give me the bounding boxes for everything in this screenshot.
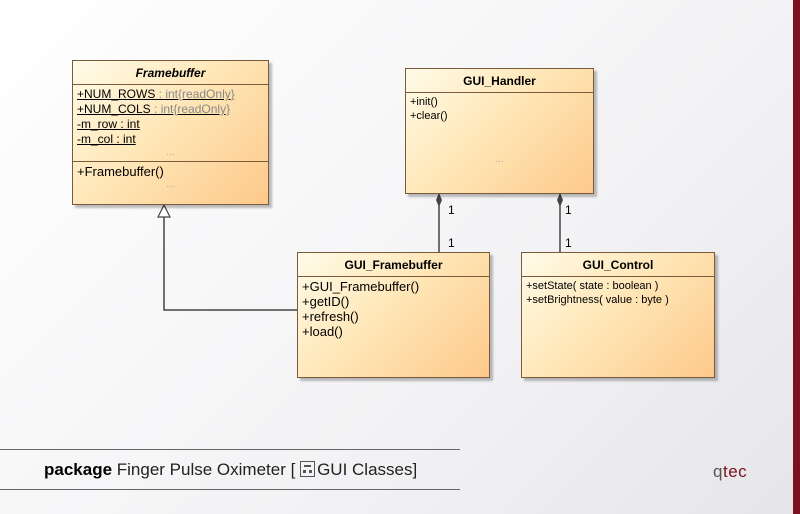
operations-section: +setState( state : boolean ) +setBrightn…	[522, 277, 714, 309]
package-name: Finger Pulse Oximeter [	[112, 460, 301, 479]
attribute: -m_row : int	[77, 117, 140, 131]
more-indicator: ...	[495, 154, 504, 165]
attribute: +NUM_COLS : int{readOnly}	[77, 102, 231, 116]
operation: +setState( state : boolean )	[526, 280, 659, 292]
accent-bar	[793, 0, 800, 514]
multiplicity: 1	[565, 236, 572, 250]
multiplicity: 1	[565, 203, 572, 217]
class-framebuffer[interactable]: Framebuffer +NUM_ROWS : int{readOnly} +N…	[72, 60, 269, 205]
class-gui-handler[interactable]: GUI_Handler +init() +clear() ...	[405, 68, 594, 194]
class-name: GUI_Framebuffer	[298, 253, 489, 277]
generalization-arrowhead	[157, 203, 171, 218]
operation: +load()	[302, 324, 343, 339]
class-gui-framebuffer[interactable]: GUI_Framebuffer +GUI_Framebuffer() +getI…	[297, 252, 490, 378]
operation: +Framebuffer()	[77, 164, 164, 179]
qtec-logo: qtec	[713, 462, 748, 481]
more-indicator: ...	[166, 147, 175, 158]
operations-section: +Framebuffer() ...	[73, 161, 268, 193]
operation: +getID()	[302, 294, 350, 309]
class-name: Framebuffer	[73, 61, 268, 85]
package-keyword: package	[44, 460, 113, 479]
operation: +clear()	[410, 110, 448, 122]
multiplicity: 1	[448, 236, 455, 250]
generalization-line	[163, 217, 297, 311]
attribute: -m_col : int	[77, 132, 136, 146]
class-name: GUI_Handler	[406, 69, 593, 93]
attribute: +NUM_ROWS : int{readOnly}	[77, 87, 235, 101]
composition-diamond-framebuffer	[436, 193, 442, 207]
multiplicity: 1	[448, 203, 455, 217]
operations-section: +GUI_Framebuffer() +getID() +refresh() +…	[298, 277, 489, 341]
class-name: GUI_Control	[522, 253, 714, 277]
operation: +init()	[410, 96, 438, 108]
diagram-name: GUI Classes]	[317, 460, 418, 479]
operation: +refresh()	[302, 309, 359, 324]
operations-section: +init() +clear()	[406, 93, 593, 125]
operation: +GUI_Framebuffer()	[302, 279, 420, 294]
composition-diamond-control	[557, 193, 563, 207]
more-indicator: ...	[166, 179, 175, 190]
attributes-section: +NUM_ROWS : int{readOnly} +NUM_COLS : in…	[73, 85, 268, 161]
class-gui-control[interactable]: GUI_Control +setState( state : boolean )…	[521, 252, 715, 378]
operation: +setBrightness( value : byte )	[526, 294, 669, 306]
diagram-frame-label: package Finger Pulse Oximeter [ GUI Clas…	[0, 449, 460, 490]
class-diagram-icon	[300, 461, 316, 477]
